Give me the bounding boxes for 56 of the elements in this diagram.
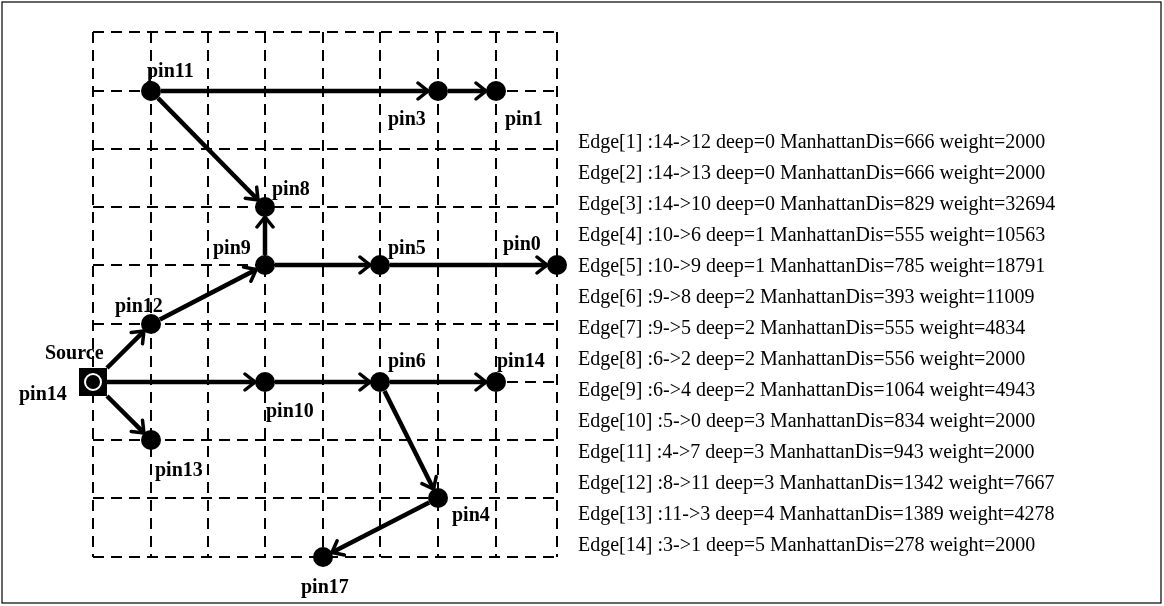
arrow [390, 255, 549, 275]
pin-dot [486, 81, 506, 101]
edge-info-text: Edge[8] :6->2 deep=2 ManhattanDis=556 weight=2000 [578, 347, 1026, 369]
arrow [158, 265, 258, 322]
pin-dot [547, 255, 567, 275]
pin-label: Source [45, 342, 104, 362]
arrow [390, 372, 488, 392]
edge-info-text: Edge[2] :14->13 deep=0 ManhattanDis=666 weight=2000 [578, 161, 1046, 183]
arrow [330, 500, 431, 557]
pin-label: pin14 [19, 383, 67, 403]
arrow [382, 389, 438, 491]
pin-label: pin13 [155, 459, 203, 479]
edge-info-text: Edge[9] :6->4 deep=2 ManhattanDis=1064 weight=4943 [578, 378, 1036, 400]
pin-dot [255, 255, 275, 275]
pin-label: pin5 [388, 237, 426, 257]
arrow [107, 372, 257, 392]
edge-info-text: Edge[14] :3->1 deep=5 ManhattanDis=278 weight=2000 [578, 533, 1036, 555]
source-pin-square [79, 368, 107, 396]
pin-dot [313, 547, 333, 567]
pin-dot [141, 81, 161, 101]
pin-label: pin6 [388, 350, 426, 370]
arrow [275, 255, 372, 275]
pin-dot [370, 372, 390, 392]
pin-label: pin1 [505, 108, 543, 128]
edge-info-text: Edge[1] :14->12 deep=0 ManhattanDis=666 weight=2000 [578, 130, 1046, 152]
pin-dot [428, 488, 448, 508]
edge-info-text: Edge[13] :11->3 deep=4 ManhattanDis=1389 weight=4278 [578, 502, 1055, 524]
pin-label: pin10 [266, 400, 314, 420]
pin-label: pin11 [147, 60, 194, 80]
arrow [448, 81, 488, 101]
pin-dot [255, 372, 275, 392]
edge-info-text: Edge[5] :10->9 deep=1 ManhattanDis=785 weight=18791 [578, 254, 1046, 276]
edge-info-text: Edge[7] :9->5 deep=2 ManhattanDis=555 weight=4834 [578, 316, 1026, 338]
pin-dot [141, 430, 161, 450]
arrow [255, 215, 275, 255]
arrow [156, 96, 260, 202]
arrow [105, 394, 146, 435]
edge-info-text: Edge[10] :5->0 deep=3 ManhattanDis=834 weight=2000 [578, 409, 1036, 431]
edge-info-text: Edge[11] :4->7 deep=3 ManhattanDis=943 weight=2000 [578, 440, 1035, 462]
edge-info-text: Edge[3] :14->10 deep=0 ManhattanDis=829 weight=32694 [578, 192, 1056, 214]
pin-label: pin14 [497, 350, 545, 370]
pin-dot [370, 255, 390, 275]
pin-dot [428, 81, 448, 101]
arrow [275, 372, 372, 392]
pin-label: pin17 [301, 576, 349, 596]
pin-dot [486, 372, 506, 392]
edge-info-text: Edge[6] :9->8 deep=2 ManhattanDis=393 weight=11009 [578, 285, 1035, 307]
edge-info-text: Edge[4] :10->6 deep=1 ManhattanDis=555 weight=10563 [578, 223, 1046, 245]
arrow [161, 81, 430, 101]
edge-info-text: Edge[12] :8->11 deep=3 ManhattanDis=1342 weight=7667 [578, 471, 1055, 493]
pin-label: pin0 [503, 233, 541, 253]
arrow [105, 329, 146, 370]
pin-label: pin4 [452, 504, 490, 524]
pin-label: pin9 [213, 237, 251, 257]
pin-label: pin8 [272, 178, 310, 198]
pin-label: pin3 [388, 108, 426, 128]
